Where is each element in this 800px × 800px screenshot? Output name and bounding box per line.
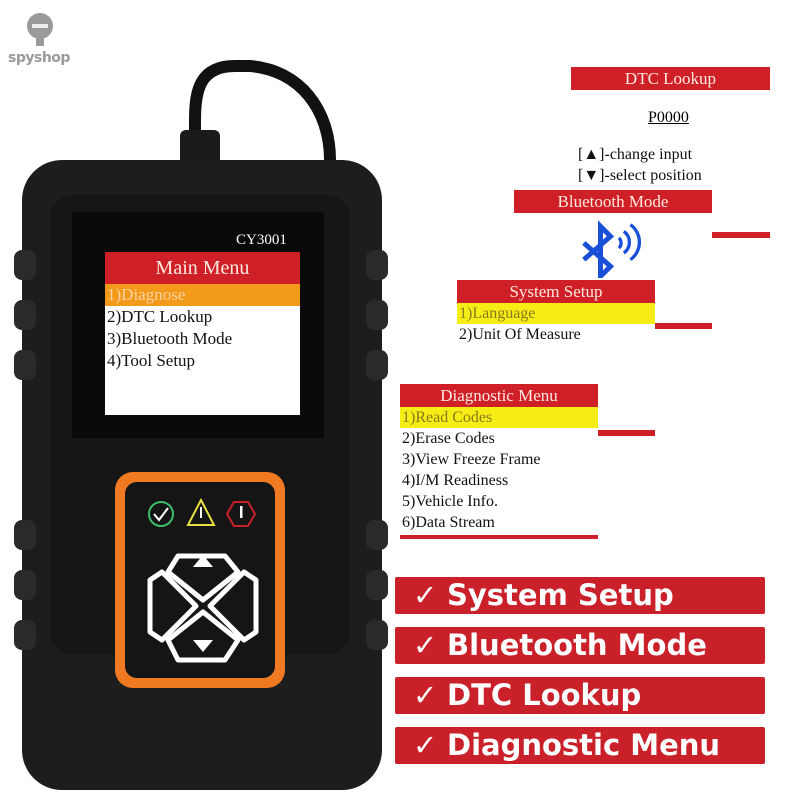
system-setup-panel: System Setup 1)Language 2)Unit Of Measur… bbox=[457, 280, 655, 345]
feature-label: DTC Lookup bbox=[447, 678, 642, 712]
diagnostic-menu-item[interactable]: 1)Read Codes bbox=[400, 407, 598, 428]
ninja-logo-icon bbox=[27, 13, 53, 46]
logo: spyshop bbox=[8, 8, 76, 68]
divider bbox=[712, 232, 770, 238]
feature-banner-diagnostic-menu: ✓ Diagnostic Menu bbox=[395, 727, 765, 764]
check-icon bbox=[148, 501, 174, 527]
enter-button bbox=[207, 569, 259, 643]
check-icon: ✓ bbox=[413, 628, 438, 662]
feature-label: Diagnostic Menu bbox=[447, 728, 721, 762]
feature-label: System Setup bbox=[447, 578, 674, 612]
diagnostic-menu-item[interactable]: 4)I/M Readiness bbox=[402, 472, 509, 489]
error-icon bbox=[225, 501, 257, 527]
system-setup-item[interactable]: 2)Unit Of Measure bbox=[459, 326, 581, 343]
diagnostic-menu-title: Diagnostic Menu bbox=[400, 384, 598, 407]
device-screen: Main Menu 1)Diagnose 2)DTC Lookup 3)Blue… bbox=[105, 252, 300, 415]
main-menu-item[interactable]: 4)Tool Setup bbox=[107, 351, 196, 370]
check-icon: ✓ bbox=[413, 728, 438, 762]
check-icon: ✓ bbox=[413, 578, 438, 612]
dtc-code: P0000 bbox=[648, 109, 689, 126]
main-menu-item[interactable]: 2)DTC Lookup bbox=[107, 307, 213, 326]
diagnostic-menu-item[interactable]: 6)Data Stream bbox=[402, 514, 495, 531]
down-button bbox=[165, 609, 241, 663]
dtc-hint: [▼]-select position bbox=[578, 167, 702, 184]
diagnostic-menu-item[interactable]: 2)Erase Codes bbox=[402, 430, 495, 447]
feature-banner-dtc-lookup: ✓ DTC Lookup bbox=[395, 677, 765, 714]
system-setup-title: System Setup bbox=[457, 280, 655, 303]
bluetooth-icon bbox=[582, 220, 641, 278]
divider bbox=[400, 535, 598, 539]
system-setup-item[interactable]: 1)Language bbox=[457, 303, 655, 324]
check-icon: ✓ bbox=[413, 678, 438, 712]
bluetooth-mode-title: Bluetooth Mode bbox=[514, 190, 712, 213]
divider bbox=[655, 323, 712, 329]
dtc-lookup-title: DTC Lookup bbox=[571, 67, 770, 90]
back-button bbox=[147, 569, 199, 643]
device-model: CY3001 bbox=[236, 232, 287, 248]
feature-banner-bluetooth-mode: ✓ Bluetooth Mode bbox=[395, 627, 765, 664]
up-button bbox=[165, 553, 241, 603]
main-menu-item[interactable]: 1)Diagnose bbox=[105, 284, 300, 306]
diagnostic-menu-item[interactable]: 5)Vehicle Info. bbox=[402, 493, 498, 510]
feature-banner-system-setup: ✓ System Setup bbox=[395, 577, 765, 614]
divider bbox=[598, 430, 655, 436]
warning-icon bbox=[186, 497, 216, 526]
diagnostic-menu-item[interactable]: 3)View Freeze Frame bbox=[402, 451, 541, 468]
logo-text: spyshop bbox=[8, 50, 70, 66]
main-menu-item[interactable]: 3)Bluetooth Mode bbox=[107, 329, 233, 348]
dtc-hint: [▲]-change input bbox=[578, 146, 693, 163]
main-menu-title: Main Menu bbox=[105, 252, 300, 284]
feature-label: Bluetooth Mode bbox=[447, 628, 707, 662]
diagnostic-menu-panel: Diagnostic Menu 1)Read Codes 2)Erase Cod… bbox=[400, 384, 598, 533]
